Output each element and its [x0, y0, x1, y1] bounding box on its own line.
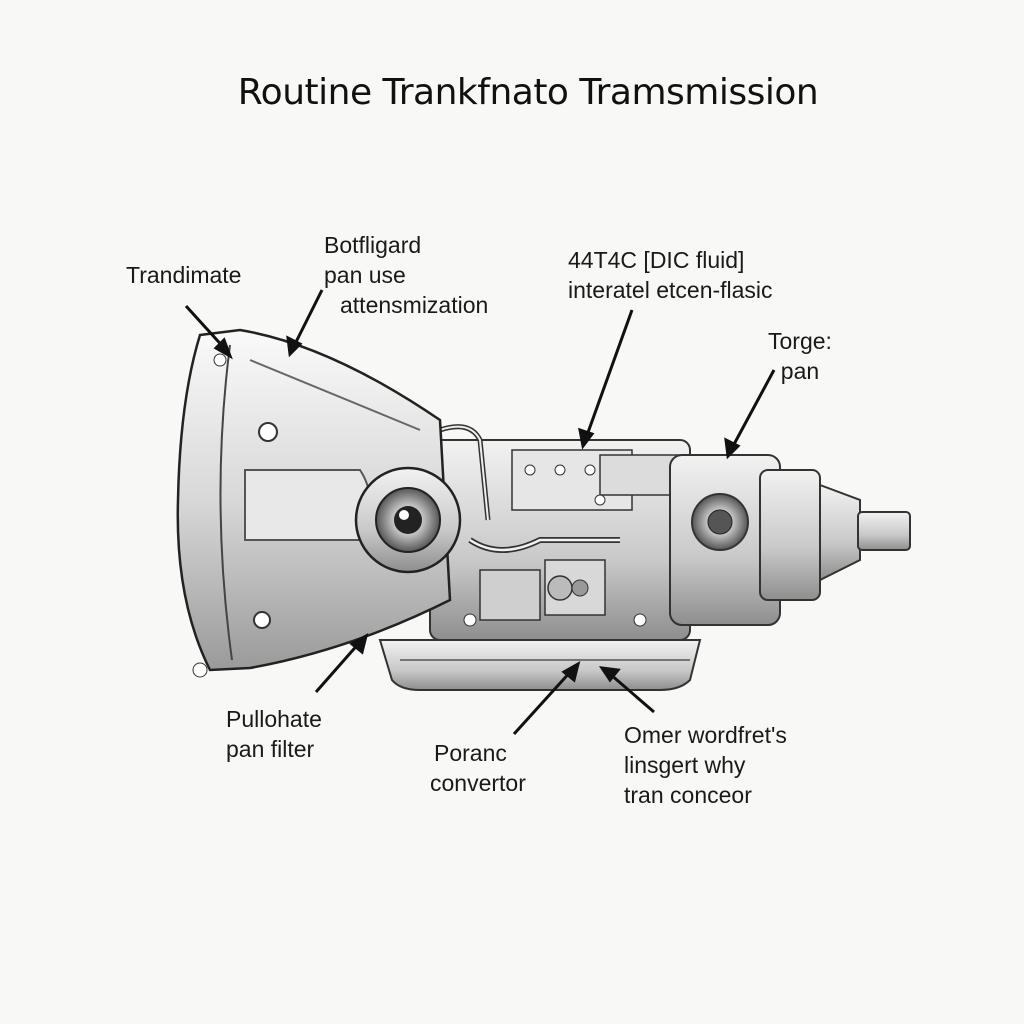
- label-line: Torge:: [768, 328, 832, 354]
- label-line: Pullohate: [226, 706, 322, 732]
- label-line: convertor: [430, 770, 526, 796]
- oil-pan: [378, 639, 702, 691]
- label-omer: Omer wordfret's linsgert why tran conceo…: [624, 720, 787, 810]
- label-fluid: 44T4C [DIC fluid] interatel etcen-flasic: [568, 245, 773, 305]
- label-line: Trandimate: [126, 262, 242, 288]
- label-line: Poranc: [434, 740, 507, 766]
- label-botfligard: Botfligard pan use attensmization: [324, 230, 488, 320]
- label-line: pan use: [324, 262, 406, 288]
- rear-housing: [669, 454, 911, 626]
- label-line: pan: [780, 358, 820, 384]
- label-line: Botfligard: [324, 232, 422, 258]
- main-case: [429, 424, 691, 641]
- label-poranc: Poranc convertor: [430, 738, 526, 798]
- label-line: linsgert why: [624, 752, 746, 778]
- diagram-title: Routine Trankfnato Tramsmission: [237, 72, 819, 113]
- label-pullohate: Pullohate pan filter: [226, 704, 322, 764]
- bell-housing: [176, 328, 462, 678]
- label-trandimate: Trandimate: [126, 260, 241, 290]
- label-line: 44T4C [DIC fluid]: [568, 247, 745, 273]
- label-line: pan filter: [226, 736, 315, 762]
- label-line: interatel etcen-flasic: [568, 277, 773, 303]
- label-line: attensmization: [340, 292, 489, 318]
- label-torge: Torge: pan: [768, 326, 832, 386]
- label-line: tran conceor: [624, 782, 752, 808]
- label-line: Omer wordfret's: [624, 722, 787, 748]
- leader-lines: [184, 289, 776, 736]
